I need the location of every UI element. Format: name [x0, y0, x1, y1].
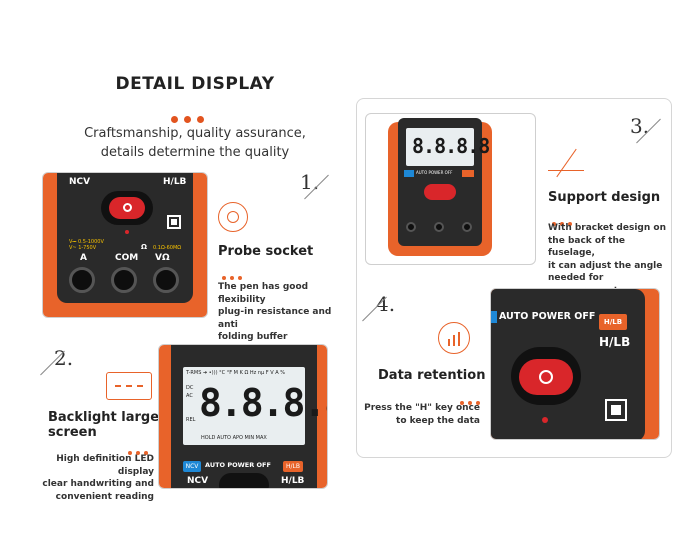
select-icon [605, 399, 627, 421]
feature-1-number: 1. [300, 170, 320, 194]
hlb-label: H/LB [281, 476, 305, 486]
hold-button-image: AUTO POWER OFF H/LB H/LB [490, 288, 660, 440]
hlb-badge: H/LB [599, 314, 627, 330]
feature-3-dots [550, 211, 574, 230]
feature-1-dots [220, 265, 244, 284]
hlb-label: H/LB [163, 177, 187, 187]
lcd-digits: 8.8.8.8 [199, 381, 327, 425]
stand-lcd: 8.8.8.8 [406, 128, 490, 166]
hlb-label: H/LB [599, 335, 631, 349]
vohm-terminal-label: VΩ [155, 253, 170, 263]
page-subtitle: Craftsmanship, quality assurance, detail… [60, 124, 330, 162]
subtitle-line-2: details determine the quality [100, 145, 290, 160]
amp-terminal-label: A [80, 253, 87, 263]
feature-2-title: Backlight large screen [48, 410, 160, 440]
hlb-badge: H/LB [283, 461, 303, 472]
feature-4-number: 4. [376, 292, 396, 316]
screen-icon [106, 372, 152, 400]
target-icon [218, 202, 248, 232]
feature-2-dots [126, 440, 150, 459]
feature-4-text: Press the "H" key once to keep the data [364, 403, 480, 426]
feature-3-title: Support design [548, 190, 661, 205]
power-button-icon [109, 197, 145, 219]
meter-stand-image: 8.8.8.8 AUTO POWER OFF [365, 113, 536, 265]
title-dots [168, 108, 207, 127]
feature-4-title: Data retention [378, 368, 486, 383]
stand-icon [548, 146, 588, 178]
com-terminal-label: COM [115, 253, 139, 263]
auto-power-off-label: AUTO POWER OFF [205, 461, 271, 469]
ohm-range-label: Ω [141, 243, 147, 251]
a-socket [69, 267, 95, 293]
lcd-display: T-RMS ➔ •))) °C °F M K Ω Hz nμ F V A % D… [183, 367, 327, 445]
auto-power-off-label: AUTO POWER OFF [499, 311, 596, 322]
com-socket [111, 267, 137, 293]
v-socket [153, 267, 179, 293]
feature-2-number: 2. [54, 346, 74, 370]
feature-3-number: 3. [630, 114, 650, 138]
ncv-badge: NCV [183, 461, 201, 472]
ncv-label: NCV [69, 177, 91, 187]
chart-icon [438, 322, 470, 354]
lcd-screen-image: T-RMS ➔ •))) °C °F M K Ω Hz nμ F V A % D… [158, 344, 328, 489]
right-panel-frame [356, 98, 672, 458]
feature-1-title: Probe socket [218, 244, 314, 259]
select-icon [167, 215, 181, 229]
feature-4-dots [458, 390, 482, 409]
page-title: DETAIL DISPLAY [115, 74, 275, 94]
subtitle-line-1: Craftsmanship, quality assurance, [84, 126, 306, 141]
ncv-label: NCV [187, 476, 209, 486]
feature-3-text: With bracket design on the back of the f… [548, 223, 666, 296]
feature-2-text: High definition LED display clear handwr… [42, 454, 154, 502]
power-button-icon [519, 359, 573, 395]
